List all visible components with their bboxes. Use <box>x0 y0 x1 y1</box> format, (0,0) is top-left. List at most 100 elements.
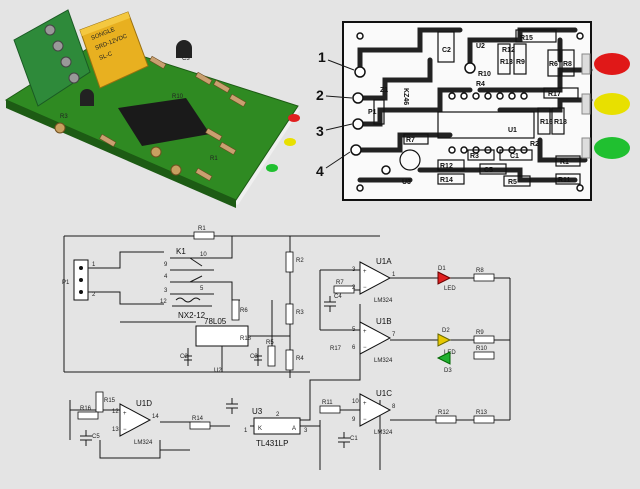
resistor-label-r4: R4 <box>296 356 304 362</box>
resistor-label-r12: R12 <box>438 410 450 416</box>
opamp-pin-label: 5 <box>352 327 356 333</box>
relay-pin-4: 4 <box>164 274 168 280</box>
schematic: P1 1 2 K1 NX2-12 10 9 4 5 3 12 78L05 U2 … <box>62 226 511 470</box>
pcb-connector-callouts: 1 2 3 4 <box>316 49 355 179</box>
opamp-minus-sign: − <box>123 427 127 433</box>
led-d1-ref: D1 <box>438 266 446 272</box>
schematic-connector-p1: P1 1 2 <box>62 259 96 301</box>
photo-resistors <box>99 55 247 182</box>
opamp-plus-sign: + <box>363 269 367 275</box>
cap-label-c5: C5 <box>92 434 100 440</box>
pcb-led-green-icon <box>594 137 630 159</box>
opamp-triangle <box>359 261 392 295</box>
opamp-pin-label: 6 <box>352 345 356 351</box>
pcb-label-p1: P1 <box>368 109 377 116</box>
resistor-label-r5: R5 <box>266 340 274 346</box>
photo-led-red <box>288 114 300 122</box>
resistor-label-r8: R8 <box>476 268 484 274</box>
pcb-part-labels: C2 U2 R13 R15 R9 R8 R6 R10 R12 R4 R17 R1… <box>368 35 572 186</box>
pin-label-1: 1 <box>318 49 326 65</box>
pcb-label-r17: R17 <box>548 91 561 98</box>
opamp-part-label: LM324 <box>134 440 153 446</box>
regulator-part-label: 78L05 <box>204 317 227 326</box>
schematic-regulator-u2: 78L05 U2 C2 C3 <box>180 317 262 374</box>
schematic-relay-k1: K1 NX2-12 10 9 4 5 3 12 <box>160 247 214 320</box>
resistor-label-r11: R11 <box>322 400 333 406</box>
resistor-label-r10: R10 <box>476 346 488 352</box>
resistor-label-r1: R1 <box>198 226 206 232</box>
led-d1-icon <box>437 271 452 285</box>
shunt-pin-a: A <box>292 426 296 432</box>
opamp-pin-label: 3 <box>352 267 356 273</box>
resistor-label-r18: R18 <box>240 336 252 342</box>
ic-chip <box>118 98 210 146</box>
pcb-label-r18: R18 <box>554 119 567 126</box>
opamp-part-label: LM324 <box>374 298 393 304</box>
pcb-label-r14: R14 <box>440 177 453 184</box>
relay-pin-9: 9 <box>164 262 168 268</box>
photo-led-green <box>266 164 278 172</box>
resistor-label-r6: R6 <box>240 308 248 314</box>
schematic-wires <box>63 235 511 470</box>
opamp-minus-sign: − <box>363 345 367 351</box>
shunt-pin-2: 2 <box>276 412 280 418</box>
opamp-pin-label: 9 <box>352 417 356 423</box>
shunt-pin-k: K <box>258 426 262 432</box>
opamp-pin-label: 1 <box>392 272 396 278</box>
pcb-label-r9: R9 <box>516 59 525 66</box>
transistor-q2 <box>80 89 94 106</box>
relay-pin-5: 5 <box>200 286 204 292</box>
led-d2-icon <box>437 333 452 347</box>
cap-label-c4: C4 <box>334 294 342 300</box>
relay-ref-label: K1 <box>176 247 186 256</box>
cap-label-c1: C1 <box>350 436 358 442</box>
pcb-label-u2: U2 <box>476 43 485 50</box>
opamp-pin-label: 14 <box>152 414 159 420</box>
shunt-pin-1: 1 <box>244 428 248 434</box>
pcb-component-outlines <box>373 29 581 187</box>
opamp-plus-sign: + <box>123 411 127 417</box>
schematic-leds: D1 LED D2 LED D3 <box>436 266 456 374</box>
pcb-led-red-icon <box>594 53 630 75</box>
shunt-ref-label: U3 <box>252 407 263 416</box>
photo-silk-r1: R1 <box>210 156 218 162</box>
pcb-label-c2: C2 <box>442 47 451 54</box>
pcb-label-r4: R4 <box>476 81 485 88</box>
photo-silk-r10: R10 <box>172 94 184 100</box>
pcb-label-r11: R11 <box>558 177 571 184</box>
photo-capacitors <box>54 122 182 176</box>
p1-pin2: 2 <box>92 292 96 298</box>
pcb-label-r6: R6 <box>549 61 558 68</box>
resistor-label-r9: R9 <box>476 330 484 336</box>
pcb-label-r16: R16 <box>540 119 553 126</box>
pcb-label-r12a: R12 <box>502 47 515 54</box>
resistor-label-r15: R15 <box>104 398 116 404</box>
opamp-plus-sign: + <box>363 401 367 407</box>
pcb-label-r15: R15 <box>520 35 533 42</box>
schematic-resistor-symbols <box>77 231 495 430</box>
board-photo: SONGLE SRD-12VDC SL-C R3 R1 <box>4 9 300 208</box>
schematic-shunt-u3: U3 TL431LP K A 1 2 3 <box>244 407 308 448</box>
pcb-label-r8: R8 <box>563 61 572 68</box>
pcb-label-r12: R12 <box>440 163 453 170</box>
pin-label-4: 4 <box>316 163 324 179</box>
relay-pin-10: 10 <box>200 252 207 258</box>
p1-label: P1 <box>62 280 70 286</box>
schematic-capacitor-symbols <box>80 296 350 448</box>
pcb-label-u3: U3 <box>402 179 411 186</box>
pcb-label-r10: R10 <box>478 71 491 78</box>
led-d1-label: LED <box>444 286 456 292</box>
pcb-label-r3: R3 <box>470 153 479 160</box>
resistor-label-r13: R13 <box>476 410 488 416</box>
opamp-ref-label: U1D <box>136 399 152 408</box>
opamp-ref-label: U1A <box>376 257 392 266</box>
p1-pin1: 1 <box>92 262 96 268</box>
regulator-cap-out: C3 <box>250 354 258 360</box>
pcb-led-yellow-icon <box>594 93 630 115</box>
relay-part-label: NX2-12 <box>178 311 206 320</box>
resistor-label-r2: R2 <box>296 258 304 264</box>
opamp-pin-label: 7 <box>392 332 396 338</box>
